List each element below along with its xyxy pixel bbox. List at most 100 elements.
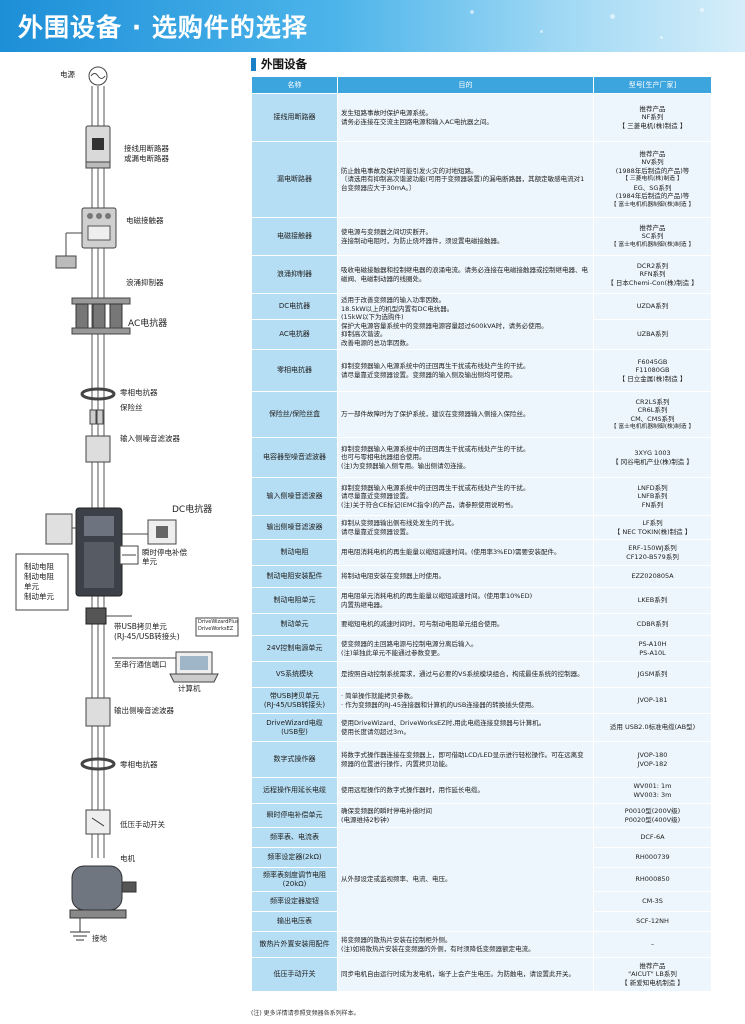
model-text: 【 富士电机机器制御(株)制造 】 xyxy=(610,424,695,430)
label-comm-port: 至串行通信端口 xyxy=(114,660,167,669)
ride-through-unit-icon xyxy=(119,545,139,565)
label-breaker-alt: 或漏电断路器 xyxy=(124,154,169,163)
purpose-text: 抑制从变频器输出侧布线处发生的干扰。 xyxy=(341,519,458,527)
name-text: (RJ-45/USB转接头) xyxy=(263,700,326,709)
row-name: 零相电抗器 xyxy=(251,349,338,392)
label-brake-1: 制动电阻 xyxy=(24,562,54,571)
row-name: AC电抗器 xyxy=(251,319,338,350)
model-text: 【 三菱电机(株)制造 】 xyxy=(622,176,683,183)
purpose-text: 请尽量靠近变频器设置。变频器的输入侧及输出侧均可使用。 xyxy=(341,370,517,379)
wiring-diagram-svg xyxy=(15,66,239,941)
model-text: EG、SG系列 xyxy=(633,183,672,192)
model-text: EZZ020805A xyxy=(631,572,674,581)
purpose-text: 使用长度请勿超过3m。 xyxy=(341,727,410,736)
manual-switch-icon xyxy=(85,809,111,835)
model-text: (1984年后制造的产品)等 xyxy=(615,192,690,201)
name-text: DC电抗器 xyxy=(278,302,311,311)
table-row: 数字式操作器 将数字式操作器连接在变频器上，即可借助LCD/LED显示进行轻松操… xyxy=(251,741,712,778)
row-name: 带USB拷贝单元(RJ-45/USB转接头) xyxy=(251,687,338,714)
purpose-text: 使用远程操作的数字式操作器时，用作延长电缆。 xyxy=(341,786,484,795)
purpose-text: · 简单操作就能拷贝参数。 xyxy=(341,692,417,700)
label-usb-copy-adapter: (RJ-45/USB转接头) xyxy=(114,632,180,641)
purpose-text: 请务必连接在交流主回路电源和输入AC电抗器之间。 xyxy=(341,117,493,126)
row-name: 频率设定器(2kΩ) xyxy=(251,847,338,868)
model-text: 【 富士电机机器制御(株)制造 】 xyxy=(610,201,695,208)
name-text: 保险丝/保险丝盒 xyxy=(268,410,321,419)
purpose-text: 将变频器的散热片安装在控制柜外侧。 xyxy=(341,936,452,944)
model-text: – xyxy=(650,940,655,949)
name-text: 接线用断路器 xyxy=(273,113,316,122)
section-title: 外围设备 xyxy=(251,56,307,72)
usb-copy-unit-icon xyxy=(85,607,178,659)
model-text: 【 新爱知电机制造 】 xyxy=(621,978,684,987)
purpose-text: 用电阻单元消耗电机的再生能量以缩短减速时间。(使用率10%ED) xyxy=(341,592,533,600)
row-purpose: 用电阻单元消耗电机的再生能量以缩短减速时间。(使用率10%ED)内置热继电器。 xyxy=(337,587,594,614)
label-ride-thru-unit: 单元 xyxy=(142,557,157,566)
purpose-text: 改善电源的总功率因数。 xyxy=(341,338,413,347)
model-text: NF系列 xyxy=(641,113,664,122)
row-name: 远程操作用延长电缆 xyxy=(251,777,338,804)
name-text: 瞬时停电补偿单元 xyxy=(266,811,323,820)
power-source-icon xyxy=(88,66,108,86)
row-purpose: 发生短路事故时保护电源系统。请务必连接在交流主回路电源和输入AC电抗器之间。 xyxy=(337,93,594,142)
row-model: RH000739 xyxy=(593,847,712,868)
header-name: 名称 xyxy=(251,76,338,94)
model-text: SCF-12NH xyxy=(636,917,669,926)
row-model: P0010型(200V级)P0020型(400V级) xyxy=(593,803,712,828)
page-title: 外围设备 · 选购件的选择 xyxy=(18,13,308,42)
model-text: 【 日立金属(株)制造 】 xyxy=(618,374,687,383)
purpose-text: (电源维持2秒钟) xyxy=(341,815,390,824)
row-name: 接线用断路器 xyxy=(251,93,338,142)
table-row: 瞬时停电补偿单元 确保变频器的瞬时停电补偿时间(电源维持2秒钟) P0010型(… xyxy=(251,803,712,828)
name-text: 频率设定器(2kΩ) xyxy=(267,853,322,862)
row-model: DCF-6A xyxy=(593,827,712,848)
model-text: NV系列 xyxy=(641,158,664,167)
decor-dot xyxy=(660,36,663,39)
model-text: PS-A10H xyxy=(638,640,667,648)
label-contactor: 电磁接触器 xyxy=(126,216,164,225)
purpose-text: 抑制变频器输入电源系统中的迂回再生干扰或布线处产生的干扰。 xyxy=(341,444,530,453)
row-purpose: 使用远程操作的数字式操作器时，用作延长电缆。 xyxy=(337,777,594,804)
name-text: 输出侧噪音滤波器 xyxy=(266,523,323,532)
row-name: 散热片外置安装用配件 xyxy=(251,931,338,958)
row-name: 低压手动开关 xyxy=(251,957,338,992)
decor-dot xyxy=(470,10,474,14)
label-breaker: 接线用断路器 xyxy=(124,144,169,153)
row-name: DriveWizard电缆(USB型) xyxy=(251,713,338,742)
row-purpose: 确保变频器的瞬时停电补偿时间(电源维持2秒钟) xyxy=(337,803,594,828)
model-text: RFN系列 xyxy=(639,270,666,279)
label-software-2: DriveWorksEZ xyxy=(198,626,234,632)
model-text: 推荐产品 xyxy=(639,104,666,113)
model-text: LNFB系列 xyxy=(637,492,668,501)
row-model: RH000850 xyxy=(593,867,712,892)
output-filter-icon xyxy=(85,697,111,727)
name-text: 制动单元 xyxy=(280,620,309,629)
label-dc-reactor: DC电抗器 xyxy=(172,505,213,515)
model-text: FN系列 xyxy=(641,500,664,509)
model-text: 【 三菱电机(株)制造 】 xyxy=(618,121,687,130)
row-name: 制动电阻安装配件 xyxy=(251,565,338,588)
name-text: 输出电压表 xyxy=(277,917,312,926)
model-text: UZBA系列 xyxy=(636,330,668,339)
name-text: 制动电阻 xyxy=(280,548,309,557)
purpose-text: 保护大电源容量系统中的变频器电源容量超过600kVA时，请务必使用。 xyxy=(341,321,548,330)
purpose-text: (注)如将散热片安装在变频器的外侧，有时须降低变频器额定电流。 xyxy=(341,944,535,953)
label-output-filter: 输出侧噪音滤波器 xyxy=(114,706,174,715)
page-banner: 外围设备 · 选购件的选择 xyxy=(0,0,745,52)
model-text: UZDA系列 xyxy=(636,302,669,311)
model-text: P0010型(200V级) xyxy=(624,807,681,815)
table-row: 保险丝/保险丝盒 万一部件故障时为了保护系统，建议在变频器输入侧接入保险丝。 C… xyxy=(251,391,712,438)
purpose-text: 将制动电阻安装在变频器上时使用。 xyxy=(341,572,445,581)
model-text: CF120-B579系列 xyxy=(626,552,679,561)
purpose-text: 同步电机自由运行时成为发电机，端子上会产生电压。为防触电，请设置此开关。 xyxy=(341,970,575,979)
table-row: 输入侧噪音滤波器 抑制变频器输入电源系统中的迂回再生干扰或布线处产生的干扰。请尽… xyxy=(251,477,712,516)
purpose-text: 使用DriveWizard、DriveWorksEZ时,用此电缆连接变频器与计算… xyxy=(341,719,546,727)
zero-phase-reactor-output-icon xyxy=(80,757,116,771)
model-text: 推荐产品 xyxy=(639,961,666,970)
label-motor: 电机 xyxy=(120,854,135,863)
model-text: JGSM系列 xyxy=(637,670,668,679)
name-text: 数字式操作器 xyxy=(273,755,316,764)
name-text: 远程操作用延长电缆 xyxy=(263,786,326,795)
row-model: UZBA系列 xyxy=(593,319,712,350)
